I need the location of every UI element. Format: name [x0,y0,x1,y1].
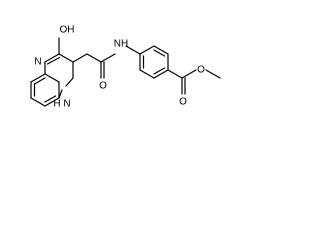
amide-oxygen-label: O [99,81,107,92]
ester-carbonyl-oxygen-label: O [179,97,187,108]
ring-nh-n-label: N [63,99,70,110]
benzene-ring [139,45,169,79]
amide-nh-label: NH [114,39,128,50]
atom-labels: OH N H N NH O O O [34,25,205,110]
ester-oxygen-label: O [197,65,205,76]
methyl-ester [167,69,221,95]
benzo-ring [30,73,60,107]
ring-nitrogen-label: N [34,57,41,68]
pyrazinone-ring [44,37,74,99]
hydroxyl-label: OH [60,25,75,36]
ring-nh-h-label: H [53,99,60,110]
amide-linker [72,45,141,79]
molecule-structure: OH N H N NH O O O [30,25,221,110]
